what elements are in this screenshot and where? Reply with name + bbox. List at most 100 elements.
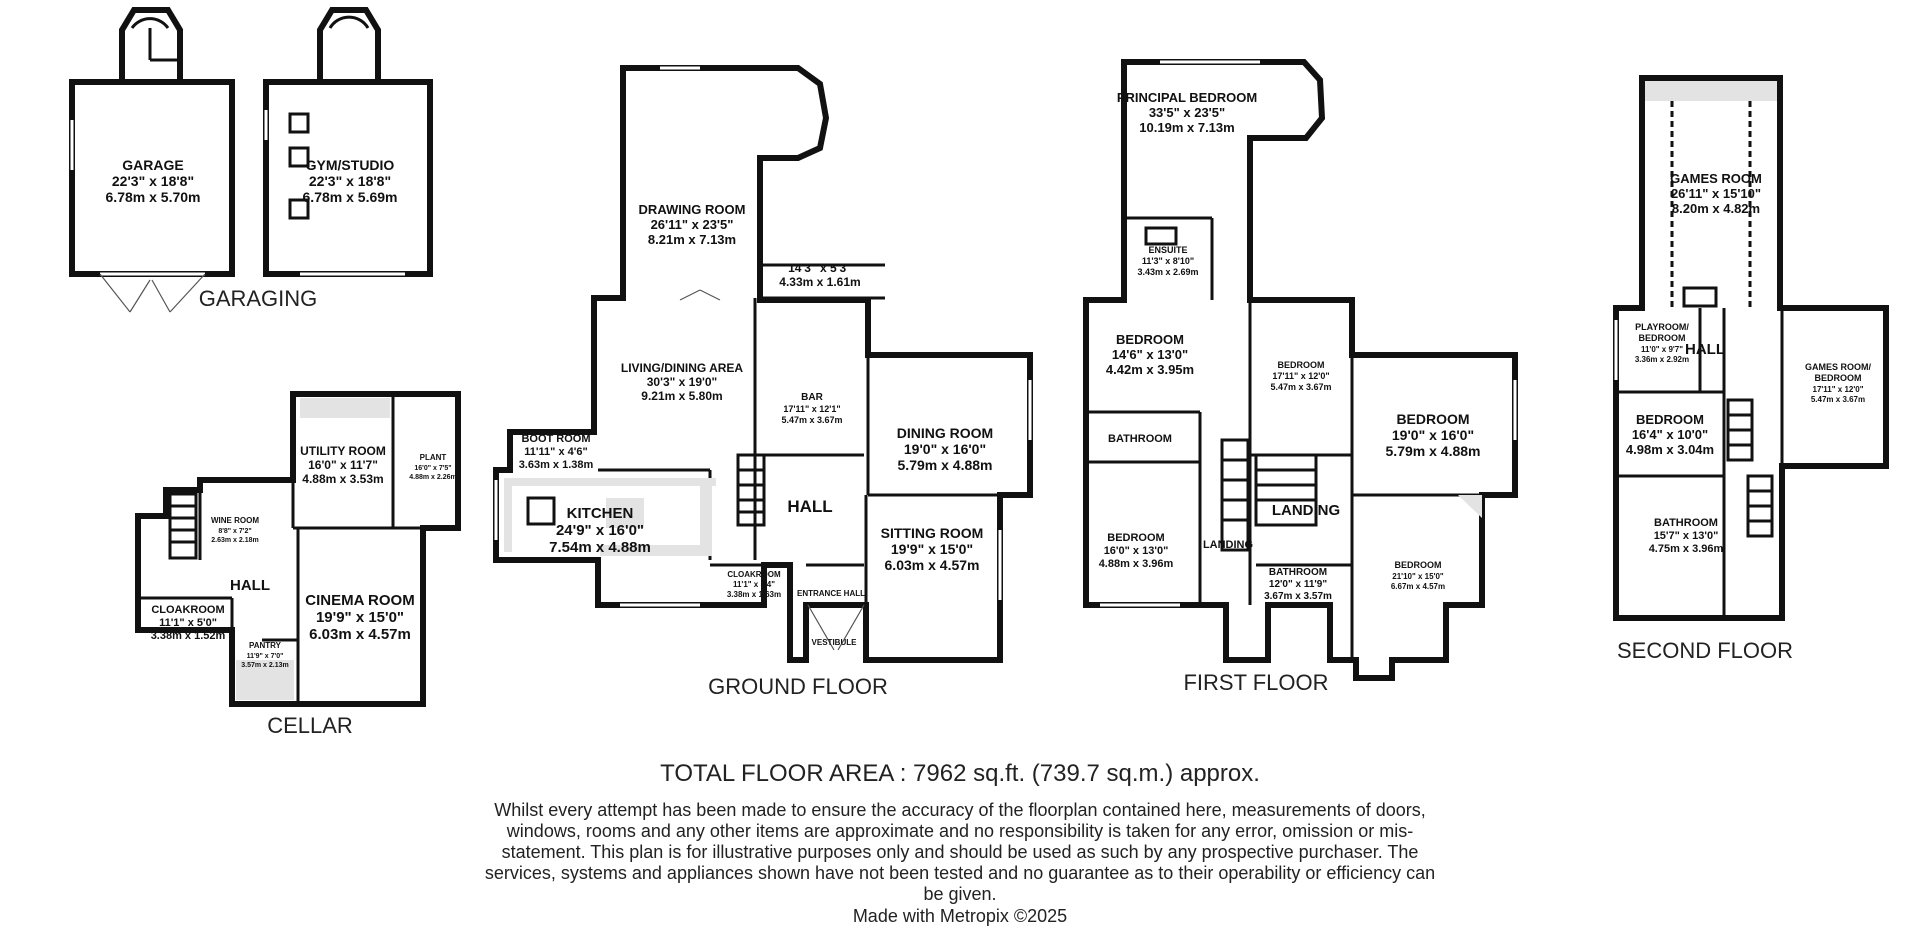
room-label-landing1: LANDING (1203, 539, 1253, 551)
room-name: CLOAKROOM (151, 604, 224, 616)
room-dims-imperial: 17'11" x 12'0" (1813, 385, 1864, 394)
room-name: LANDING (1272, 502, 1340, 519)
room-dims-metric: 6.03m x 4.57m (885, 557, 980, 573)
room-dims-imperial: 8'8" x 7'2" (218, 528, 251, 535)
room-dims-metric: 4.88m x 3.53m (302, 472, 383, 486)
room-dims-imperial: 19'9" x 15'0" (316, 609, 404, 626)
room-dims-metric: 5.47m x 3.67m (1811, 395, 1865, 404)
room-dims-metric: 4.42m x 3.95m (1106, 362, 1194, 377)
first-outline (1083, 59, 1518, 681)
room-name: BEDROOM (1278, 360, 1325, 370)
room-dims-imperial: 16'0" x 13'0" (1104, 545, 1169, 557)
room-dims-imperial: 19'0" x 16'0" (1392, 427, 1474, 443)
room-name: BEDROOM (1107, 532, 1164, 544)
room-dims-metric: 5.47m x 3.67m (1270, 382, 1331, 392)
room-dims-imperial: 22'3" x 18'8" (112, 173, 194, 189)
room-dims-metric: 6.78m x 5.69m (303, 189, 398, 205)
room-name: PRINCIPAL BEDROOM (1117, 90, 1257, 105)
first-stairs (1220, 438, 1318, 552)
cellar-outline (135, 391, 461, 707)
room-label-wine: WINE ROOM 8'8" x 7'2" 2.63m x 2.18m (211, 516, 259, 544)
garage-turret (119, 7, 183, 82)
room-dims-metric: 10.19m x 7.13m (1139, 120, 1234, 135)
room-dims-metric: 4.88m x 2.26m (409, 474, 456, 481)
room-name: BEDROOM (1636, 412, 1704, 427)
room-label-vestibule: VESTIBULE (812, 638, 858, 647)
room-name: VESTIBULE (812, 638, 858, 647)
room-dims-imperial: 19'0" x 16'0" (904, 441, 986, 457)
room-name: BEDROOM (1815, 373, 1862, 383)
room-label-landing2: LANDING (1272, 502, 1340, 519)
room-name: PLAYROOM/ (1635, 322, 1689, 332)
room-name: GYM/STUDIO (306, 157, 395, 173)
room-dims-imperial: 12'0" x 11'9" (1269, 579, 1327, 590)
room-name: BEDROOM (1395, 560, 1442, 570)
room-name: BEDROOM (1116, 332, 1184, 347)
room-label-bath-small: BATHROOM (1108, 433, 1172, 445)
room-dims-metric: 8.21m x 7.13m (648, 232, 736, 247)
ground-stairs (736, 453, 766, 527)
room-dims-imperial: 11'11" x 4'6" (524, 446, 587, 458)
room-dims-imperial: 16'4" x 10'0" (1632, 427, 1708, 442)
second-stairs (1682, 286, 1774, 538)
room-dims-imperial: 19'9" x 15'0" (891, 541, 973, 557)
room-name: HALL (787, 497, 832, 516)
room-dims-metric: 3.57m x 2.13m (241, 662, 288, 669)
room-dims-metric: 3.38m x 1.63m (727, 590, 781, 599)
room-name: BATHROOM (1108, 433, 1172, 445)
room-name: ENSUITE (1148, 245, 1187, 255)
room-name: HALL (1685, 341, 1725, 358)
room-dims-metric: 2.63m x 2.18m (211, 537, 258, 544)
room-label-second-hall: HALL (1685, 341, 1725, 358)
floor-label-garaging: GARAGING (199, 286, 318, 311)
floor-label-second: SECOND FLOOR (1617, 638, 1793, 663)
room-name: ENTRANCE HALL (797, 589, 865, 598)
room-name: BOOT ROOM (521, 433, 590, 445)
room-dims-imperial: 15'7" x 13'0" (1654, 530, 1719, 542)
footer: TOTAL FLOOR AREA : 7962 sq.ft. (739.7 sq… (0, 760, 1920, 927)
room-name: KITCHEN (567, 505, 634, 522)
room-dims-imperial: 17'11" x 12'1" (783, 404, 840, 414)
room-dims-imperial: 22'3" x 18'8" (309, 173, 391, 189)
garaging-block (69, 7, 433, 313)
room-dims-metric: 5.47m x 3.67m (781, 415, 842, 425)
room-name: BATHROOM (1654, 517, 1718, 529)
second-floor-block (1613, 75, 1889, 621)
room-dims-imperial: 14'6" x 13'0" (1112, 347, 1188, 362)
room-dims-imperial: 24'9" x 16'0" (556, 522, 644, 539)
floor-label-first: FIRST FLOOR (1183, 670, 1328, 695)
room-dims-metric: 3.38m x 1.52m (151, 630, 226, 642)
room-dims-imperial: 17'11" x 12'0" (1272, 371, 1329, 381)
room-dims-metric: 5.79m x 4.88m (898, 457, 993, 473)
room-name: BEDROOM (1396, 411, 1469, 427)
room-name: WINE ROOM (211, 516, 259, 525)
room-dims-metric: 4.75m x 3.96m (1649, 543, 1724, 555)
room-label-cellar-hall: HALL (230, 577, 270, 594)
room-name: SITTING ROOM (881, 525, 984, 541)
room-name: CINEMA ROOM (305, 592, 414, 609)
room-label-entrance: ENTRANCE HALL (797, 589, 865, 598)
room-name: GAMES ROOM (1670, 171, 1762, 186)
room-label-ground-hall: HALL (787, 497, 832, 516)
